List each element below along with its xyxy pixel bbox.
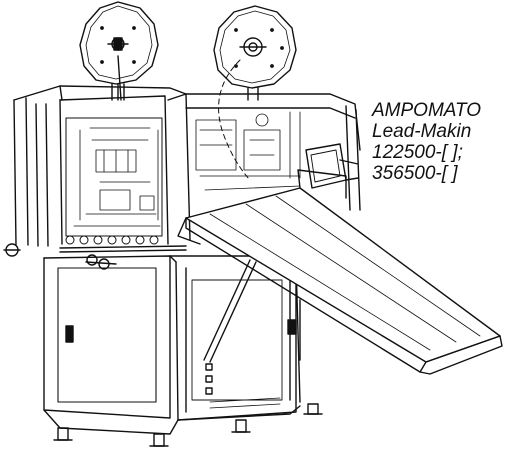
caption-line-3: 122500-[ ]; xyxy=(372,142,463,163)
right-wire-reel xyxy=(213,5,297,181)
wire-delivery-chute xyxy=(177,169,503,375)
control-monitor xyxy=(305,143,359,189)
caption-line-1: AMPOMATO xyxy=(371,100,481,121)
process-modules xyxy=(3,235,187,270)
caption-line-2: Lead-Makin xyxy=(372,121,471,142)
caption-line-4: 356500-[ ] xyxy=(372,163,458,184)
safety-hood xyxy=(13,85,361,247)
left-wire-reel xyxy=(79,1,159,101)
base-cabinet xyxy=(43,255,323,447)
